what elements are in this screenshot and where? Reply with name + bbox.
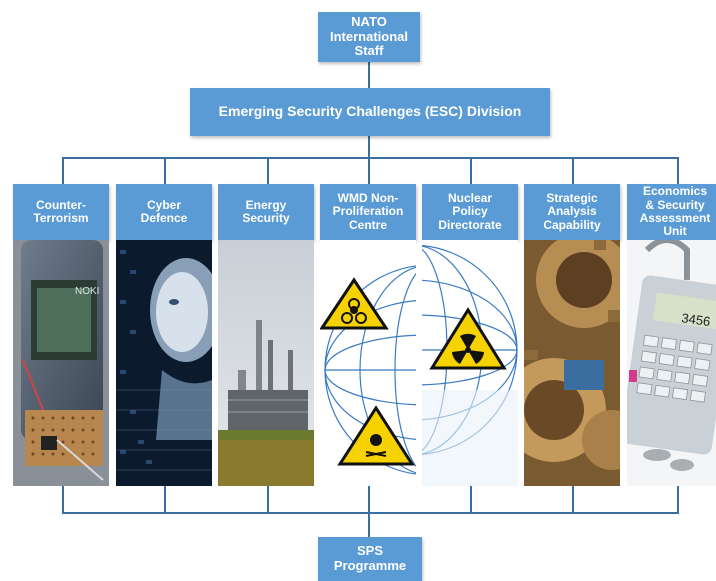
drop-1	[62, 157, 64, 184]
refinery-photo	[218, 240, 314, 486]
sps-label: SPS Programme	[333, 543, 407, 573]
digital-face-photo	[116, 240, 212, 486]
rise-6	[572, 486, 574, 514]
top-bus-line	[62, 157, 679, 159]
unit-header-wmd-non-proliferation: WMD Non- Proliferation Centre	[320, 184, 416, 240]
gears-photo	[524, 240, 620, 486]
connector-nato-esc	[368, 62, 370, 88]
drop-7	[677, 157, 679, 184]
unit-label: WMD Non- Proliferation Centre	[332, 190, 404, 232]
rise-4	[368, 486, 370, 514]
nokia-text: NOKI	[75, 286, 99, 297]
calculator-photo: 3456	[627, 240, 716, 486]
unit-label: Strategic Analysis Capability	[543, 190, 601, 232]
unit-header-cyber-defence: Cyber Defence	[116, 184, 212, 240]
rise-2	[164, 486, 166, 514]
nato-label: NATO International Staff	[329, 14, 408, 59]
sps-programme-box: SPS Programme	[318, 537, 422, 581]
unit-label: Energy Security	[242, 197, 290, 225]
calculator-display-text: 3456	[681, 310, 712, 329]
unit-header-nuclear-policy: Nuclear Policy Directorate	[422, 184, 518, 240]
globe-hazard-signs	[320, 240, 416, 486]
connector-esc-bus	[368, 136, 370, 158]
esc-division-label: Emerging Security Challenges (ESC) Divis…	[218, 103, 522, 120]
drop-6	[572, 157, 574, 184]
unit-header-economics-security: Economics & Security Assessment Unit	[627, 184, 716, 240]
unit-label: Cyber Defence	[140, 197, 188, 225]
drop-2	[164, 157, 166, 184]
connector-bus-sps	[368, 512, 370, 537]
drop-4	[368, 157, 370, 184]
rise-1	[62, 486, 64, 514]
electronic-device-photo: NOKI	[13, 240, 109, 486]
unit-label: Economics & Security Assessment Unit	[639, 184, 711, 239]
unit-header-counter-terrorism: Counter- Terrorism	[13, 184, 109, 240]
rise-7	[677, 486, 679, 514]
bottom-bus-line	[62, 512, 679, 514]
unit-label: Nuclear Policy Directorate	[438, 190, 502, 232]
rise-5	[470, 486, 472, 514]
nato-international-staff-box: NATO International Staff	[318, 12, 420, 62]
drop-3	[267, 157, 269, 184]
globe-radiation-sign	[422, 240, 518, 486]
drop-5	[470, 157, 472, 184]
esc-division-box: Emerging Security Challenges (ESC) Divis…	[190, 88, 550, 136]
unit-label: Counter- Terrorism	[33, 197, 89, 225]
unit-header-energy-security: Energy Security	[218, 184, 314, 240]
rise-3	[267, 486, 269, 514]
unit-header-strategic-analysis: Strategic Analysis Capability	[524, 184, 620, 240]
